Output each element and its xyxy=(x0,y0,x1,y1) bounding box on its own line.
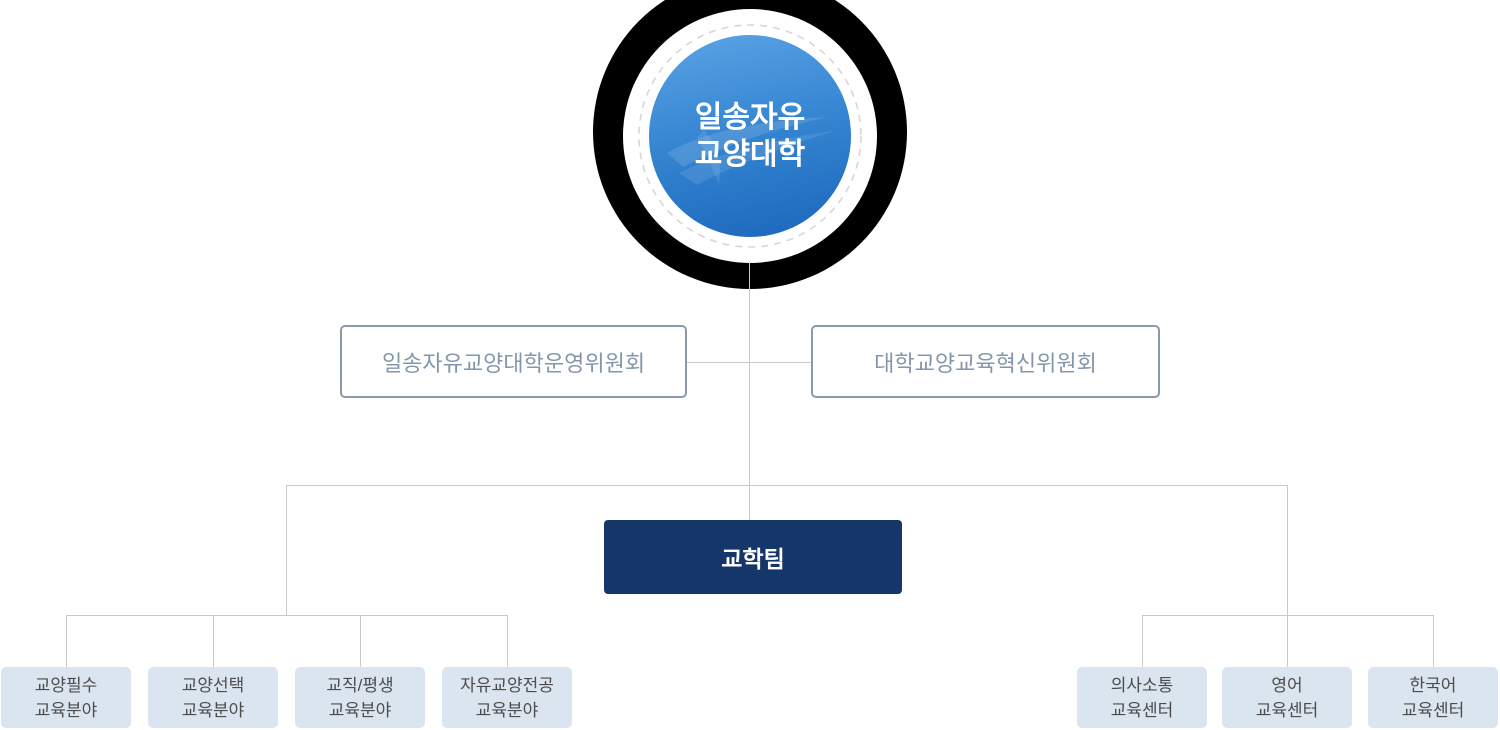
unit-label-line1: 자유교양전공 xyxy=(460,675,554,695)
unit-label-line1: 한국어 xyxy=(1409,675,1457,695)
connector-right-group xyxy=(1142,615,1433,616)
committee-operating: 일송자유교양대학운영위원회 xyxy=(340,325,687,398)
connector-right-branch xyxy=(1287,485,1288,668)
unit-label-line1: 의사소통 xyxy=(1110,675,1174,695)
unit-teaching-lifelong: 교직/평생 교육분야 xyxy=(295,667,425,728)
root-label-line1: 일송자유 xyxy=(694,101,806,134)
connector-stub xyxy=(213,615,214,668)
unit-label-line1: 교양필수 xyxy=(34,675,98,695)
unit-label-line2: 교육센터 xyxy=(1401,700,1465,720)
dashed-ring-icon xyxy=(638,24,862,248)
unit-label-line2: 교육센터 xyxy=(1255,700,1319,720)
unit-label-line2: 교육분야 xyxy=(328,700,392,720)
root-label-line2: 교양대학 xyxy=(694,138,806,171)
committee-innovation: 대학교양교육혁신위원회 xyxy=(811,325,1160,398)
center-korean: 한국어 교육센터 xyxy=(1368,667,1498,728)
unit-label-line1: 영어 xyxy=(1271,675,1303,695)
committee-innovation-label: 대학교양교육혁신위원회 xyxy=(874,350,1097,376)
connector-left-group xyxy=(66,615,507,616)
connector-stub xyxy=(507,615,508,668)
team-label: 교학팀 xyxy=(721,546,785,572)
connector-root-to-team xyxy=(749,262,750,520)
unit-label-line2: 교육분야 xyxy=(475,700,539,720)
root-node: 일송자유 교양대학 xyxy=(649,35,851,237)
committee-operating-label: 일송자유교양대학운영위원회 xyxy=(381,350,646,376)
unit-free-liberal-major: 자유교양전공 교육분야 xyxy=(442,667,572,728)
root-label: 일송자유 교양대학 xyxy=(695,99,805,173)
unit-label-line2: 교육분야 xyxy=(181,700,245,720)
center-communication: 의사소통 교육센터 xyxy=(1077,667,1207,728)
connector-stub xyxy=(1142,615,1143,668)
connector-left-branch xyxy=(286,485,287,616)
wing-swoosh-icon xyxy=(667,117,835,185)
unit-elective-liberal: 교양선택 교육분야 xyxy=(148,667,278,728)
team-node: 교학팀 xyxy=(604,520,902,594)
center-english: 영어 교육센터 xyxy=(1222,667,1352,728)
connector-stub xyxy=(360,615,361,668)
unit-label-line2: 교육센터 xyxy=(1110,700,1174,720)
unit-label-line1: 교직/평생 xyxy=(326,675,394,695)
connector-main-branch xyxy=(286,485,1288,486)
connector-stub xyxy=(1433,615,1434,668)
unit-label-line2: 교육분야 xyxy=(34,700,98,720)
unit-required-liberal: 교양필수 교육분야 xyxy=(1,667,131,728)
connector-stub xyxy=(66,615,67,668)
unit-label-line1: 교양선택 xyxy=(181,675,245,695)
